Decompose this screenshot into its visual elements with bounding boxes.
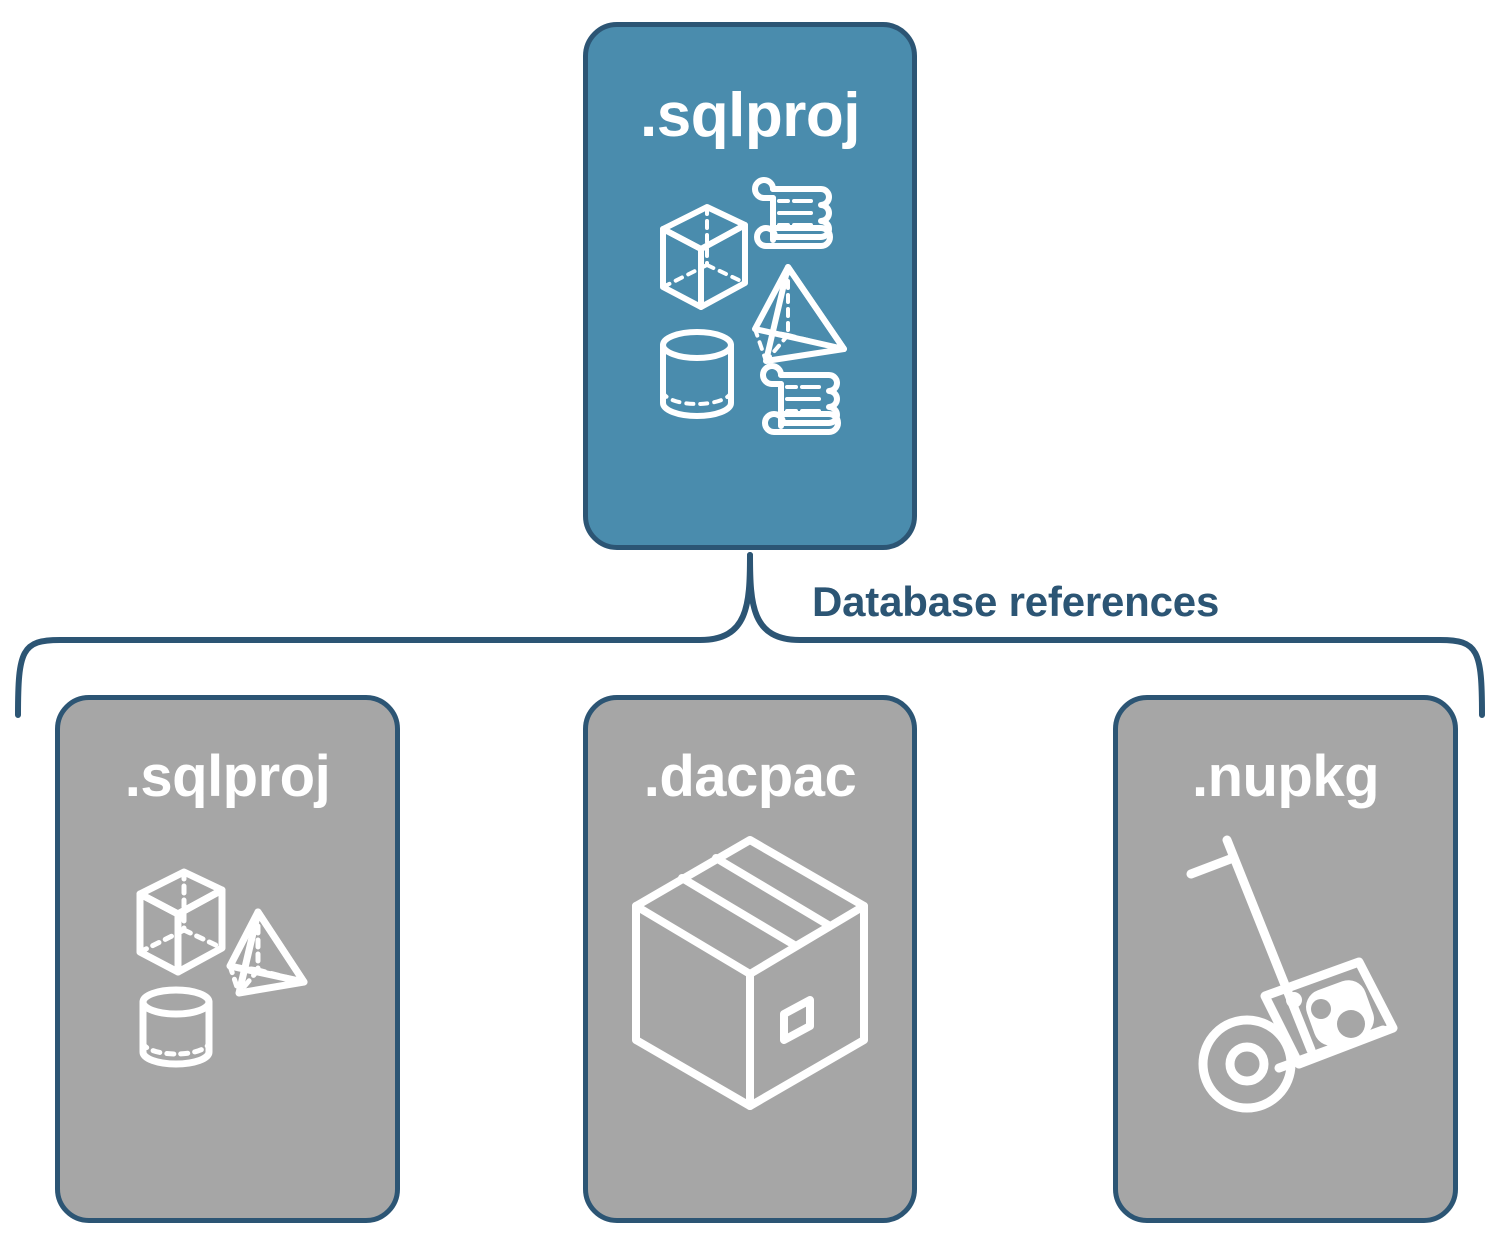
connector-label: Database references [812, 578, 1220, 625]
node-root-sqlproj[interactable]: .sqlproj [583, 22, 917, 550]
cube-icon [136, 868, 225, 976]
node-ref-nupkg-label: .nupkg [1191, 744, 1380, 809]
node-ref-sqlproj-label: .sqlproj [124, 744, 331, 809]
cylinder-icon [660, 329, 734, 419]
cylinder-icon [139, 986, 212, 1068]
scroll-icon [752, 177, 833, 249]
node-ref-dacpac[interactable]: .dacpac [583, 695, 917, 1223]
pyramid-icon [752, 264, 847, 364]
node-ref-sqlproj-artwork [60, 850, 395, 1080]
cube-icon [660, 204, 748, 310]
scroll-icon [760, 363, 841, 435]
node-ref-dacpac-artwork [588, 828, 912, 1118]
node-ref-dacpac-label: .dacpac [643, 744, 857, 809]
node-ref-sqlproj[interactable]: .sqlproj [55, 695, 400, 1223]
node-ref-nupkg-artwork [1118, 832, 1453, 1122]
node-root-artwork [588, 177, 912, 447]
node-root-label: .sqlproj [640, 81, 860, 150]
shipping-box-icon [632, 836, 868, 1110]
hand-truck-icon [1186, 835, 1387, 1113]
pyramid-icon [226, 908, 307, 997]
node-ref-nupkg[interactable]: .nupkg [1113, 695, 1458, 1223]
nuget-package-icon [1260, 957, 1397, 1069]
